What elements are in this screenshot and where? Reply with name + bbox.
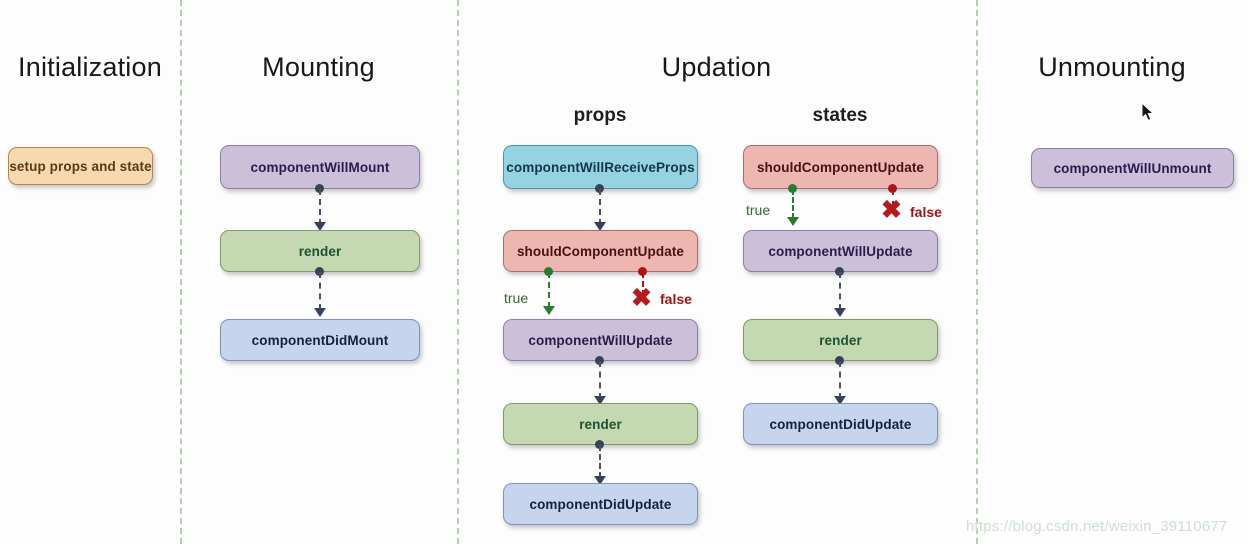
connector-line-mount-2 — [319, 272, 321, 310]
connector-line-props-3 — [599, 445, 601, 478]
node-mount-render[interactable]: render — [220, 230, 420, 272]
watermark-text: https://blog.csdn.net/weixin_39110677 — [966, 518, 1228, 535]
connector-line-props-2 — [599, 361, 601, 399]
subtitle-states: states — [812, 105, 868, 126]
connector-dot-mount-1 — [315, 184, 324, 193]
connector-dot-states-2 — [835, 356, 844, 365]
branch-dot-states-false — [888, 184, 897, 193]
branch-x-icon-states-false: ✖ — [881, 196, 902, 224]
node-props-should-component-update[interactable]: shouldComponentUpdate — [503, 230, 698, 272]
node-states-component-did-update[interactable]: componentDidUpdate — [743, 403, 938, 445]
column-divider-2 — [457, 0, 459, 544]
branch-dot-states-true — [788, 184, 797, 193]
branch-line-props-false — [642, 272, 644, 296]
node-component-will-receive-props[interactable]: componentWillReceiveProps — [503, 145, 698, 189]
connector-arrow-props-1 — [594, 222, 606, 231]
connector-arrow-mount-1 — [314, 222, 326, 231]
node-component-did-mount[interactable]: componentDidMount — [220, 319, 420, 361]
branch-arrow-states-true — [787, 217, 799, 226]
column-title-mounting: Mounting — [262, 52, 375, 82]
node-props-render[interactable]: render — [503, 403, 698, 445]
branch-dot-props-false — [638, 267, 647, 276]
subtitle-props: props — [573, 105, 627, 126]
node-states-should-component-update[interactable]: shouldComponentUpdate — [743, 145, 938, 189]
connector-dot-props-1 — [595, 184, 604, 193]
branch-label-states-false: false — [910, 204, 942, 220]
connector-arrow-props-3 — [594, 476, 606, 485]
branch-line-states-true — [792, 189, 794, 219]
branch-dot-props-true — [544, 267, 553, 276]
connector-dot-props-2 — [595, 356, 604, 365]
node-props-component-will-update[interactable]: componentWillUpdate — [503, 319, 698, 361]
connector-arrow-mount-2 — [314, 308, 326, 317]
connector-line-mount-1 — [319, 189, 321, 225]
connector-arrow-states-1 — [834, 308, 846, 317]
connector-line-props-1 — [599, 189, 601, 225]
branch-x-icon-props-false: ✖ — [631, 284, 652, 312]
connector-arrow-props-2 — [594, 396, 606, 405]
column-divider-3 — [976, 0, 978, 544]
connector-line-states-1 — [839, 272, 841, 310]
node-component-will-mount[interactable]: componentWillMount — [220, 145, 420, 189]
branch-label-props-false: false — [660, 291, 692, 307]
branch-label-props-true: true — [504, 290, 529, 306]
column-title-unmounting: Unmounting — [1038, 52, 1186, 82]
connector-dot-mount-2 — [315, 267, 324, 276]
column-divider-1 — [180, 0, 182, 544]
node-component-will-unmount[interactable]: componentWillUnmount — [1031, 148, 1234, 188]
column-title-initialization: Initialization — [18, 52, 162, 82]
connector-dot-props-3 — [595, 440, 604, 449]
connector-line-states-2 — [839, 361, 841, 399]
node-states-component-will-update[interactable]: componentWillUpdate — [743, 230, 938, 272]
node-props-component-did-update[interactable]: componentDidUpdate — [503, 483, 698, 525]
branch-label-states-true: true — [746, 202, 771, 218]
branch-arrow-props-true — [543, 306, 555, 315]
node-states-render[interactable]: render — [743, 319, 938, 361]
connector-dot-states-1 — [835, 267, 844, 276]
connector-arrow-states-2 — [834, 396, 846, 405]
column-title-updation: Updation — [661, 52, 772, 82]
branch-line-states-false — [892, 189, 894, 207]
branch-line-props-true — [548, 272, 550, 308]
node-setup-props-and-state[interactable]: setup props and state — [8, 147, 153, 185]
mouse-cursor-icon — [1141, 101, 1155, 127]
